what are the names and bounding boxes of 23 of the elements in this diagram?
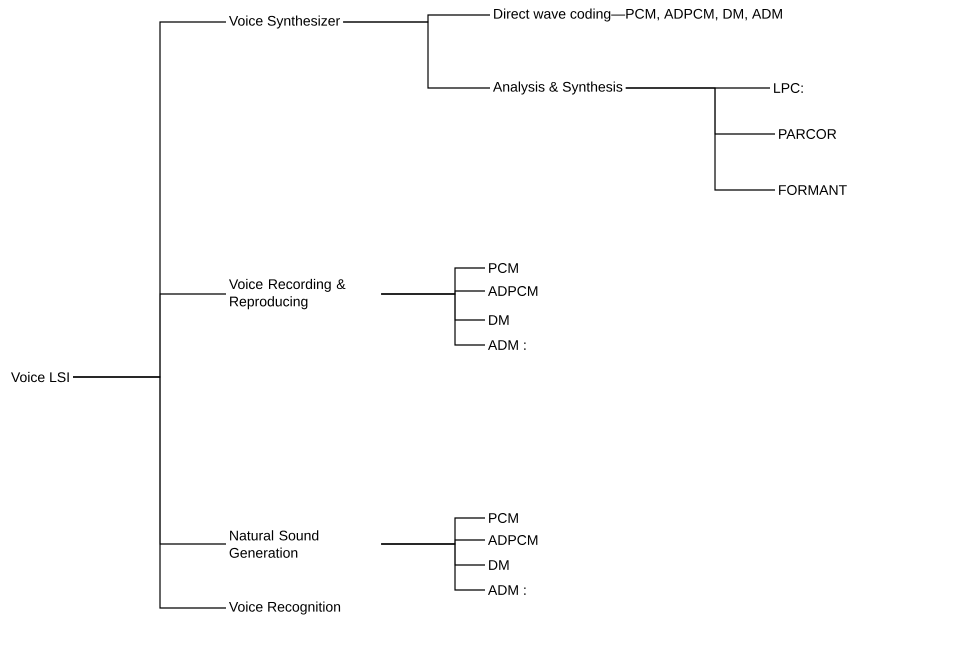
tree-label: PCM xyxy=(489,513,518,523)
tree-label: Voice LSI xyxy=(11,372,69,382)
tree-label: LPC: xyxy=(774,83,803,93)
tree-label: Analysis & Synthesis xyxy=(492,81,622,95)
tree-label: Voice Recording & Reproducing xyxy=(229,278,346,310)
tree-label: Natural Sound Generation xyxy=(230,530,318,558)
tree-label: Voice Synthesizer xyxy=(229,15,340,29)
tree-label: ADPCM xyxy=(488,535,538,545)
tree-label: ADM : xyxy=(488,340,526,350)
tree-label: PARCOR xyxy=(779,129,836,139)
tree-label: ADM : xyxy=(488,585,526,595)
tree-label: PCM xyxy=(489,263,518,273)
tree-connector xyxy=(73,376,226,609)
tree-label: ADPCM xyxy=(488,286,538,296)
tree-label: DM xyxy=(489,315,509,325)
tree-connector xyxy=(381,293,485,346)
tree-label: FORMANT xyxy=(779,185,847,195)
tree-connector xyxy=(626,87,775,191)
tree-label: DM xyxy=(489,560,509,570)
tree-label: Voice Recognition xyxy=(229,601,340,615)
tree-connector xyxy=(343,21,490,89)
tree-label: Direct wave coding—PCM, ADPCM, DM, ADM xyxy=(494,8,782,22)
tree-connector xyxy=(381,543,485,591)
